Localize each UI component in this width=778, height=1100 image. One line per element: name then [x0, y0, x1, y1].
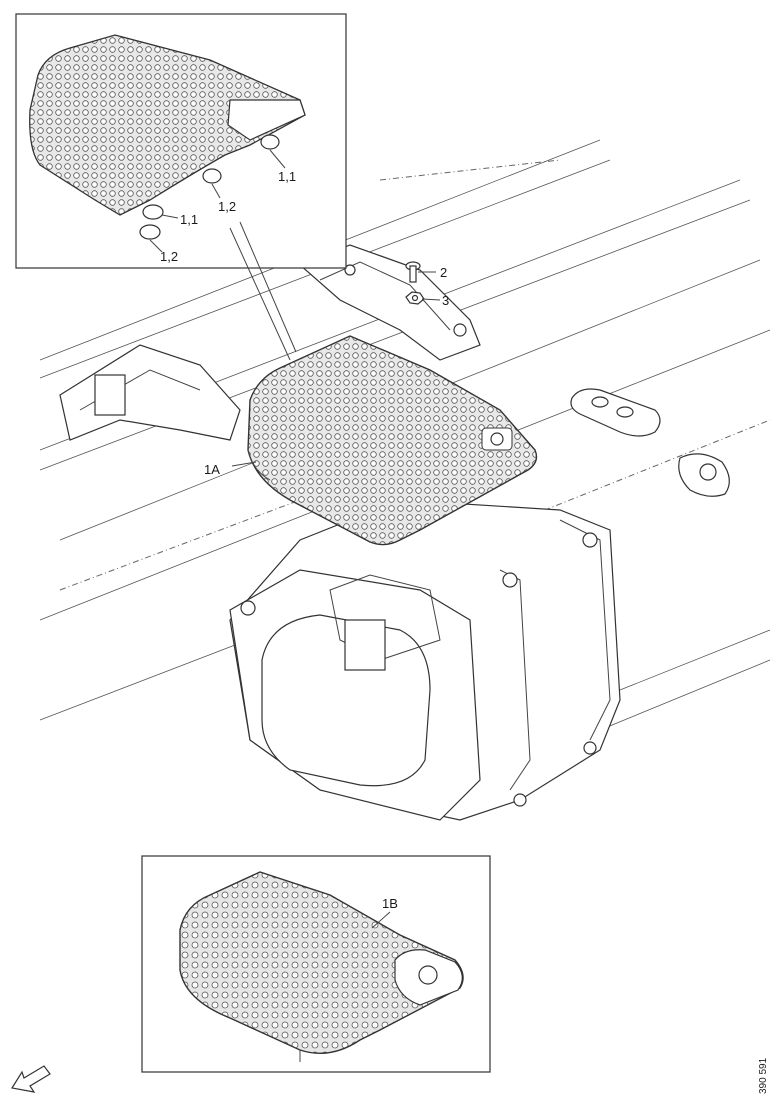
callout-1b: 1B: [382, 896, 398, 911]
figure-id: 390 591: [758, 1057, 769, 1094]
callout-2: 2: [440, 265, 447, 280]
callout-1-1-top: 1,1: [278, 169, 296, 184]
tank-body: [229, 499, 621, 821]
callout-1a: 1A: [204, 462, 220, 477]
left-bracket: [59, 344, 241, 441]
callout-3: 3: [442, 293, 449, 308]
nut-part-3: [405, 291, 425, 305]
detail-inset-bottom: [141, 855, 491, 1073]
callout-1-2-left: 1,2: [160, 249, 178, 264]
callout-1-2-mid: 1,2: [218, 199, 236, 214]
perforated-guard-1a: [247, 335, 538, 546]
callout-1-1-left: 1,1: [180, 212, 198, 227]
mounting-bracket: [298, 244, 481, 361]
bolt-part-2: [405, 261, 421, 283]
inset-pointer-lines: [229, 221, 297, 361]
detail-inset-top: [15, 13, 347, 269]
callout-labels: 1,1 1,2 1,1 1,2 2 3 1A 1B: [160, 169, 449, 929]
front-direction-arrow-icon: [11, 1065, 51, 1093]
right-fittings: [570, 388, 730, 497]
